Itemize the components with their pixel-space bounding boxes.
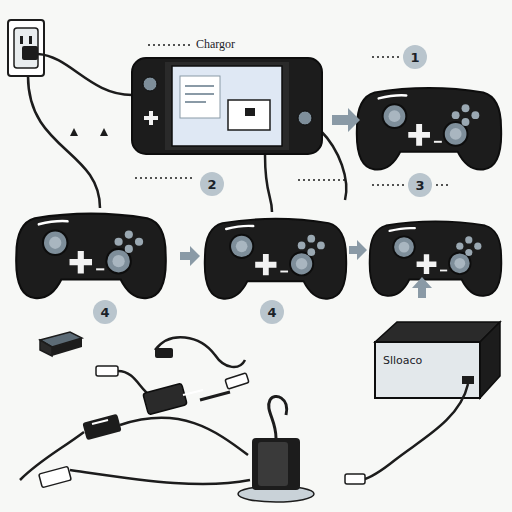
callout-number: 1: [410, 51, 419, 64]
flow-arrows: [180, 108, 432, 298]
controller: [370, 221, 502, 295]
callout-number: 2: [207, 178, 216, 191]
plug: [22, 46, 38, 60]
callout-number: 3: [415, 179, 424, 192]
outlet: [8, 20, 44, 76]
callout-circle: 4: [260, 300, 284, 324]
console: [132, 58, 322, 154]
charger-label: Chargor: [196, 38, 235, 51]
callout-number: 4: [100, 306, 109, 319]
controller: [205, 219, 346, 299]
callout-number: 4: [267, 306, 276, 319]
brand-text: Slloaco: [383, 355, 422, 367]
controller: [16, 214, 166, 299]
cables: [28, 54, 346, 212]
callout-circle: 4: [93, 300, 117, 324]
callout-circle: 3: [408, 173, 432, 197]
accessories: [20, 332, 250, 488]
callout-circle: 2: [200, 172, 224, 196]
callout-circle: 1: [403, 45, 427, 69]
dock-box: [345, 322, 500, 484]
controller: [357, 88, 501, 170]
charger-brick: [238, 396, 314, 502]
